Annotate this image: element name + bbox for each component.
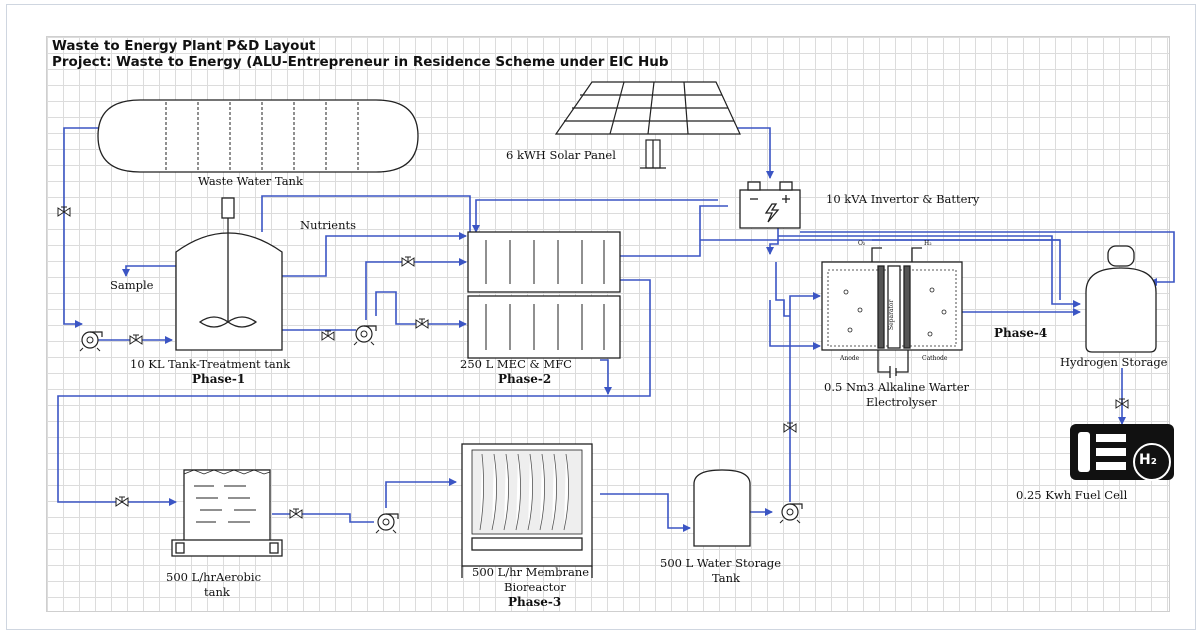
fuel-cell-label: 0.25 Kwh Fuel Cell bbox=[1016, 488, 1128, 502]
process-pipes bbox=[57, 127, 1175, 532]
small-valve-vertical bbox=[321, 330, 335, 341]
water-storage-shape bbox=[693, 469, 751, 547]
sample-label: Sample bbox=[110, 278, 154, 292]
mec-mfc-label: 250 L MEC & MFC bbox=[460, 357, 572, 371]
outer-border bbox=[6, 4, 1196, 630]
mec-mfc-shape bbox=[467, 231, 621, 359]
inverter-battery-shape bbox=[739, 181, 801, 229]
water-storage-label-1: 500 L Water Storage bbox=[660, 556, 782, 570]
h2-small-label: H₂ bbox=[924, 240, 932, 247]
waste-water-tank-shape bbox=[97, 99, 419, 173]
aerobic-tank-label-2: tank bbox=[204, 585, 230, 599]
treatment-tank-label: 10 KL Tank-Treatment tank bbox=[130, 357, 291, 371]
mbr-label-1: 500 L/hr Membrane bbox=[472, 565, 590, 579]
treatment-tank-shape bbox=[175, 197, 283, 351]
solar-panel-label: 6 kWH Solar Panel bbox=[506, 148, 616, 162]
solar-panel-shape bbox=[554, 81, 741, 169]
water-storage-label-2: Tank bbox=[712, 571, 741, 585]
diagram-title: Waste to Energy Plant P&D Layout bbox=[52, 38, 316, 54]
nutrients-label: Nutrients bbox=[300, 218, 357, 232]
phase-2-label: Phase-2 bbox=[498, 372, 552, 386]
phase-4-label: Phase-4 bbox=[994, 326, 1048, 340]
aerobic-tank-label-1: 500 L/hrAerobic bbox=[166, 570, 262, 584]
electrolyser-shape bbox=[821, 247, 963, 378]
mbr-label-2: Bioreactor bbox=[504, 580, 566, 594]
phase-3-label: Phase-3 bbox=[508, 595, 562, 609]
phase-1-label: Phase-1 bbox=[192, 372, 246, 386]
h2-icon-label: H₂ bbox=[1139, 452, 1157, 468]
o2-label: O₂ bbox=[858, 240, 866, 247]
waste-water-tank-label: Waste Water Tank bbox=[198, 174, 303, 188]
hydrogen-storage-label: Hydrogen Storage bbox=[1060, 355, 1168, 369]
electrolyser-label-1: 0.5 Nm3 Alkaline Warter bbox=[824, 380, 970, 394]
cathode-label: Cathode bbox=[922, 355, 948, 362]
aerobic-tank-shape bbox=[171, 469, 283, 557]
anode-label: Anode bbox=[840, 355, 860, 362]
project-title: Project: Waste to Energy (ALU-Entreprene… bbox=[52, 54, 669, 70]
hydrogen-storage-shape bbox=[1085, 245, 1157, 353]
electrolyser-label-2: Electrolyser bbox=[866, 395, 937, 409]
mbr-shape bbox=[461, 443, 593, 578]
fuel-cell-shape bbox=[1070, 424, 1174, 481]
separator-label: Separator bbox=[888, 299, 895, 330]
invertor-battery-label: 10 kVA Invertor & Battery bbox=[826, 192, 980, 206]
